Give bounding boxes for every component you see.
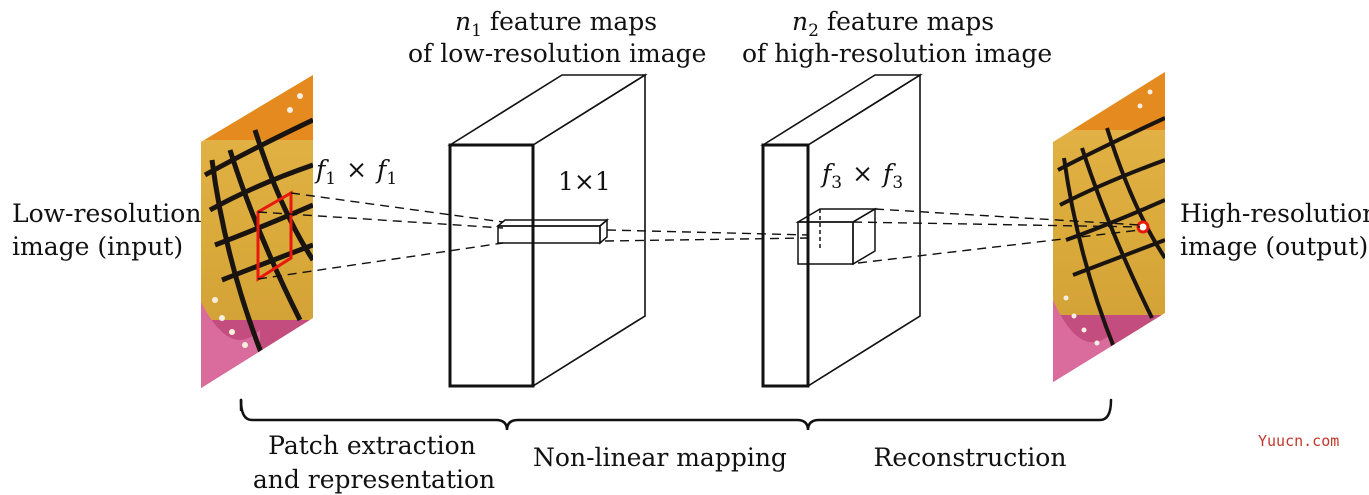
projection-lines-2 xyxy=(604,229,809,242)
output-label-line2: image (output) xyxy=(1180,232,1368,261)
stage1-label-line2: and representation xyxy=(253,465,495,494)
kernel1-label: f1×f1 xyxy=(314,155,397,189)
watermark: Yuucn.com xyxy=(1258,432,1339,450)
cube-1x1 xyxy=(495,218,610,245)
stage2-label: Non-linear mapping xyxy=(533,443,787,472)
input-label-line1: Low-resolution xyxy=(12,199,201,228)
output-label-line1: High-resolution xyxy=(1180,199,1369,228)
feature-maps-block-2 xyxy=(760,73,923,388)
input-patch xyxy=(256,190,293,282)
output-image xyxy=(1053,72,1165,382)
feature-maps-block-1 xyxy=(447,73,648,388)
projection-lines-1 xyxy=(257,192,504,280)
stage3-label: Reconstruction xyxy=(874,443,1067,472)
projection-lines-3 xyxy=(852,208,1141,264)
stage-braces xyxy=(239,398,1113,431)
kernel3-label: f3×f3 xyxy=(820,159,903,193)
maps2-title-line2: of high-resolution image xyxy=(742,39,1052,68)
maps1-title-line1: n1 feature maps xyxy=(455,7,657,41)
kernel2-label: 1×1 xyxy=(558,167,611,196)
maps1-title-line2: of low-resolution image xyxy=(408,39,706,68)
stage1-label-line1: Patch extraction xyxy=(268,431,476,460)
input-label-line2: image (input) xyxy=(12,232,183,261)
maps2-title-line1: n2 feature maps xyxy=(792,7,994,41)
